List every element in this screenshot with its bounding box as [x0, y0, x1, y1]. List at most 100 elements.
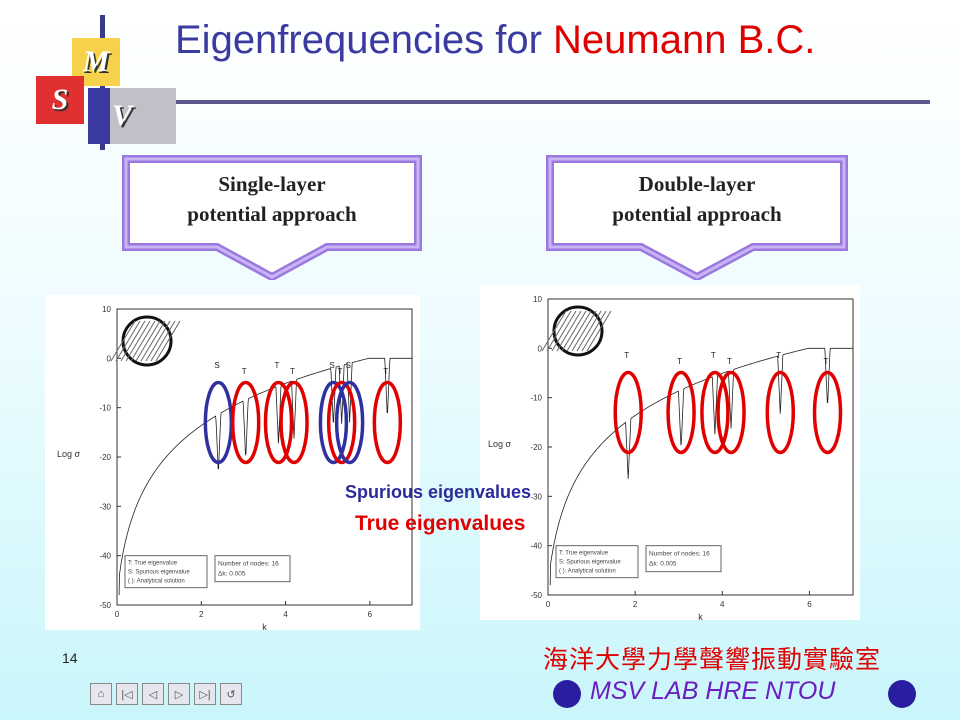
true-eigenvalue-ellipse: [279, 380, 309, 465]
domain-circle-icon: [121, 315, 173, 367]
nav-last-button[interactable]: ▷|: [194, 683, 216, 705]
peak-type-label: S: [329, 361, 334, 370]
x-axis-label: k: [262, 622, 267, 630]
x-axis-label: k: [698, 612, 703, 620]
y-tick-label: -50: [530, 591, 542, 600]
spurious-eigenvalue-ellipse: [334, 380, 365, 465]
x-tick-label: 4: [283, 610, 288, 619]
page-number: 14: [62, 650, 78, 666]
x-tick-label: 0: [115, 610, 120, 619]
x-tick-label: 6: [807, 600, 812, 609]
nav-prev-button[interactable]: ◁: [142, 683, 164, 705]
lab-right-logo-icon: [888, 680, 916, 708]
callout-double-line2: potential approach: [612, 202, 782, 226]
y-tick-label: -10: [530, 394, 542, 403]
hatch-line: [115, 320, 141, 362]
true-label: True eigenvalues: [355, 512, 526, 535]
true-eigenvalue-ellipse: [326, 380, 357, 465]
peak-type-label: T: [677, 357, 682, 366]
y-tick-label: 0: [538, 344, 543, 353]
y-tick-label: -20: [99, 453, 111, 462]
y-tick-label: -30: [530, 492, 542, 501]
nav-next-button[interactable]: ▷: [168, 683, 190, 705]
hatch-line: [155, 320, 181, 362]
legend-entry: ( ): Analytical solution: [559, 569, 616, 575]
y-tick-label: 0: [107, 354, 112, 363]
spurious-label: Spurious eigenvalues: [345, 482, 532, 502]
info-entry: Number of nodes: 16: [218, 561, 279, 568]
true-eigenvalue-ellipse: [372, 380, 403, 465]
true-eigenvalue-ellipse: [716, 370, 746, 455]
x-tick-label: 0: [546, 600, 551, 609]
lab-name-chinese: 海洋大學力學聲響振動實驗室: [543, 645, 882, 674]
nav-first-button[interactable]: |◁: [116, 683, 138, 705]
legend-box: [124, 555, 208, 589]
true-eigenvalue-ellipse: [263, 380, 294, 465]
y-axis-label: Log σ: [57, 449, 81, 459]
true-eigenvalue-ellipse: [230, 380, 261, 465]
peak-type-label: S: [346, 361, 351, 370]
hatch-line: [586, 310, 612, 352]
hatch-line: [125, 320, 151, 362]
legend-entry: T: True eigenvalue: [559, 551, 609, 557]
info-box: [645, 545, 722, 573]
page-title: Eigenfrequencies for Neumann B.C.: [175, 18, 815, 63]
callout-double-line1: Double-layer: [638, 172, 756, 196]
info-box: [214, 555, 291, 583]
hatch-line: [120, 320, 146, 362]
legend-entry: S: Spurious eigenvalue: [559, 560, 621, 566]
peak-type-label: T: [776, 351, 781, 360]
log-sigma-curve: [549, 347, 853, 586]
hatch-line: [566, 310, 592, 352]
domain-hatch: [541, 310, 612, 352]
callout-single-line2: potential approach: [187, 202, 357, 226]
log-sigma-curve: [118, 357, 412, 596]
title-part1: Eigenfrequencies for: [175, 18, 554, 62]
nav-return-button[interactable]: ↺: [220, 683, 242, 705]
hatch-line: [541, 310, 567, 352]
peak-type-label: T: [338, 367, 343, 376]
spurious-eigenvalue-ellipse: [318, 380, 349, 465]
title-part2: Neumann B.C.: [553, 18, 816, 62]
hatch-line: [556, 310, 582, 352]
hatch-line: [546, 310, 572, 352]
hatch-line: [150, 320, 176, 362]
hatch-line: [561, 310, 587, 352]
peak-type-label: T: [274, 361, 279, 370]
legend-entry: S: Spurious eigenvalue: [128, 570, 190, 576]
callout-double-layer: Double-layer potential approach: [546, 155, 848, 282]
domain-circle-icon: [552, 305, 604, 357]
lab-left-logo-icon: [553, 680, 581, 708]
hatch-line: [130, 320, 156, 362]
legend-box: [555, 545, 639, 579]
true-eigenvalue-ellipse: [700, 370, 730, 455]
peak-type-label: T: [711, 351, 716, 360]
peak-type-label: T: [624, 351, 629, 360]
y-axis-label: Log σ: [488, 439, 512, 449]
peak-type-label: T: [242, 367, 247, 376]
callout-single-line1: Single-layer: [218, 172, 326, 196]
true-eigenvalue-ellipse: [765, 370, 796, 455]
logo-v-letter: V: [111, 99, 132, 132]
peak-type-label: T: [290, 367, 295, 376]
y-tick-label: -50: [99, 601, 111, 610]
info-entry: Δk: 0.005: [218, 571, 246, 578]
peak-type-label: T: [383, 367, 388, 376]
peak-type-label: T: [727, 357, 732, 366]
lab-name-english: MSV LAB HRE NTOU: [590, 677, 836, 705]
domain-hatch: [110, 320, 181, 362]
y-tick-label: 10: [533, 295, 542, 304]
legend-entry: T: True eigenvalue: [128, 561, 178, 567]
peak-type-label: T: [824, 357, 829, 366]
x-tick-label: 4: [720, 600, 725, 609]
hatch-line: [551, 310, 577, 352]
true-eigenvalue-ellipse: [666, 370, 696, 455]
hatch-line: [576, 310, 602, 352]
hatch-line: [571, 310, 597, 352]
info-entry: Number of nodes: 16: [649, 551, 710, 558]
nav-home-button[interactable]: ⌂: [90, 683, 112, 705]
x-tick-label: 2: [199, 610, 204, 619]
